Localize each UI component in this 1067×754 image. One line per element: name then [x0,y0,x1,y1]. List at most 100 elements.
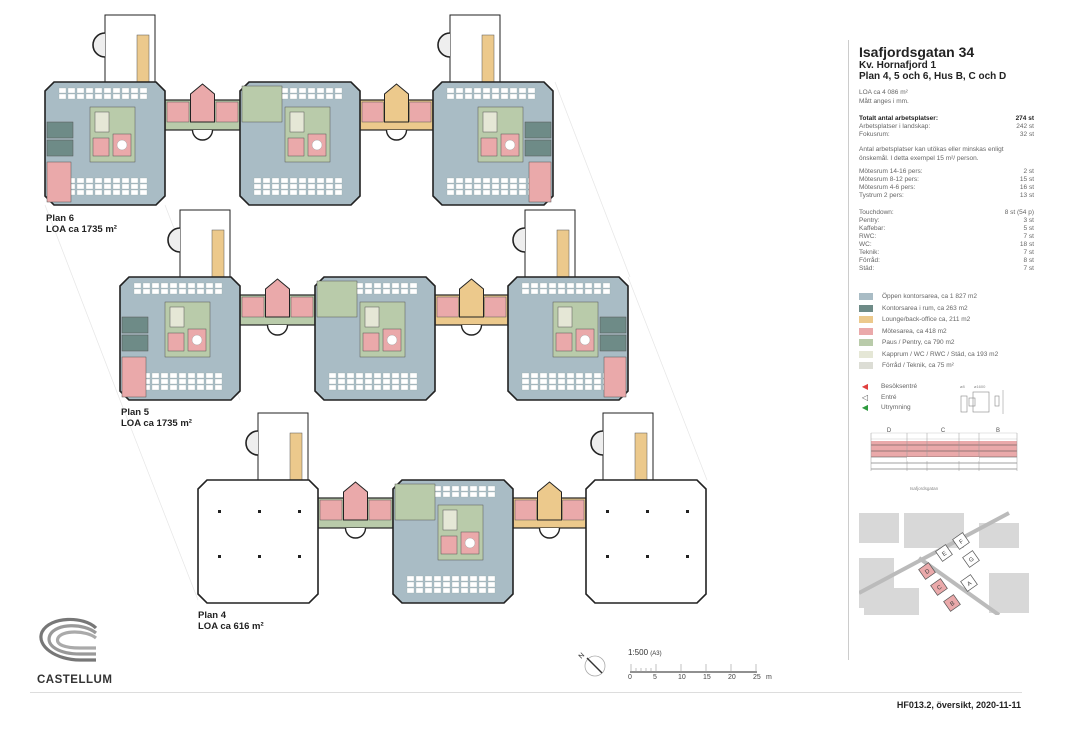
value: 8 st (54 p) [1004,209,1034,216]
workplace-count-row: Fokusrum: 32 st [859,131,1034,139]
connector-corridor [359,83,434,141]
site-building-A: A [960,574,978,592]
legend-item: Paus / Pentry, ca 790 m2 [859,337,1034,349]
room-count-row: Tystrum 2 pers: 13 st [859,192,1034,200]
stair-tower [92,14,156,83]
facility-count-row: Kaffebar: 5 st [859,225,1034,233]
furniture-dimension-icon: ø8 ø1600 [960,384,1004,414]
building-block [44,81,166,206]
plan-4-label: Plan 4 LOA ca 616 m² [198,610,264,632]
facility-count-row: WC:18 st [859,241,1034,249]
legend-item: Mötesarea, ca 418 m2 [859,326,1034,338]
label: Totalt antal arbetsplatser: [859,115,938,122]
symbol-item: ◀ Utrymning [859,403,1034,414]
value: 7 st [1023,249,1034,256]
stair-tower [167,209,231,278]
label: Tystrum 2 pers: [859,192,904,199]
symbol-legend: ◀ Besöksentré ◁ Entré ◀ Utrymning [859,382,1034,414]
label: WC: [859,241,872,248]
label: Städ: [859,265,875,272]
facility-count-row: Förråd: 8 st [859,257,1034,265]
outline-triangle-icon: ◁ [861,392,869,402]
building-letter: F [959,539,966,546]
symbol-label: Utrymning [881,404,911,412]
legend-item: Kapprum / WC / RWC / Städ, ca 193 m2 [859,349,1034,361]
legend-item: Lounge/back-office ca, 211 m2 [859,314,1034,326]
building-block [197,479,319,604]
legend-label: Paus / Pentry, ca 790 m2 [882,339,955,347]
symbol-item: ◁ Entré [859,392,1034,403]
building-block [119,276,241,401]
total-workplaces: Totalt antal arbetsplatser:274 st [859,115,1034,123]
value: 8 st [1023,257,1034,264]
legend-swatch [859,293,873,301]
value: 7 st [1023,233,1034,240]
plan-area: LOA ca 1735 m² [46,224,117,235]
site-building-F: F [952,532,970,550]
loa-total: LOA ca 4 086 m² [859,89,908,96]
building-block [314,276,436,401]
workplace-count-row: Arbetsplatser i landskap:242 st [859,123,1034,131]
legend-swatch [859,304,873,312]
value: 5 st [1023,225,1034,232]
stair-tower [590,412,654,481]
north-label: N [578,652,586,661]
legend-label: Öppen kontorsarea, ca 1 827 m2 [882,293,978,301]
section-house-label: D [887,428,892,434]
workplaces-note: Antal arbetsplatser kan utökas eller min… [859,146,1004,162]
value: 15 st [1019,176,1034,183]
green-triangle-icon: ◀ [861,403,869,413]
building-letter: C [936,584,944,592]
plan-name: Plan 4 [198,610,226,621]
label: Fokusrum: [859,131,890,138]
building-block [507,276,629,401]
building-letter: G [968,556,976,564]
value: 32 st [1019,131,1034,138]
label: Förråd: [859,257,880,264]
svg-text:ø1600: ø1600 [974,384,986,389]
symbol-item: ◀ Besöksentré [859,382,1034,393]
facility-count-row: Pentry:3 st [859,217,1034,225]
building-block [392,479,514,604]
svg-text:ø8: ø8 [960,384,965,389]
section-street-label: Isafjordsgatan [909,486,939,491]
plan-6-label: Plan 6 LOA ca 1735 m² [46,213,117,235]
scale-tick-label: 15 [703,674,711,681]
label: Pentry: [859,217,880,224]
floor-plans [44,14,708,604]
site-building-D: D [918,562,936,580]
value: 7 st [1023,265,1034,272]
facility-count-row: Städ: 7 st [859,265,1034,273]
plan-scope: Plan 4, 5 och 6, Hus B, C och D [859,71,1007,82]
site-building-G: G [962,550,980,568]
connector-corridor [512,481,587,539]
scale-tick-label: 5 [653,674,657,681]
building-letter: B [949,601,956,608]
plan-area: LOA ca 616 m² [198,621,264,632]
stair-tower [437,14,501,83]
symbol-label: Besöksentré [881,383,918,391]
legend-label: Lounge/back-office ca, 211 m2 [882,316,971,324]
drawing-reference: HF013.2, översikt, 2020-11-11 [896,700,1021,710]
site-map: DC B E F G A [858,503,1029,617]
symbol-label: Entré [881,393,897,401]
legend-label: Förråd / Teknik, ca 75 m² [882,362,954,370]
room-count-row: Mötesrum 8-12 pers:15 st [859,176,1034,184]
building-block [432,81,554,206]
scale-unit: m [766,674,772,681]
value: 2 st [1023,168,1034,175]
value: 16 st [1019,184,1034,191]
building-letter: E [941,551,948,558]
label: Kaffebar: [859,225,886,232]
legend-item: Öppen kontorsarea, ca 1 827 m2 [859,291,1034,303]
label: Teknik: [859,249,880,256]
site-building-C: C [930,578,948,596]
plan-name: Plan 5 [121,407,149,418]
label: Touchdown: [859,209,894,216]
plan-area: LOA ca 1735 m² [121,418,192,429]
value: 13 st [1019,192,1034,199]
red-triangle-icon: ◀ [861,382,869,392]
